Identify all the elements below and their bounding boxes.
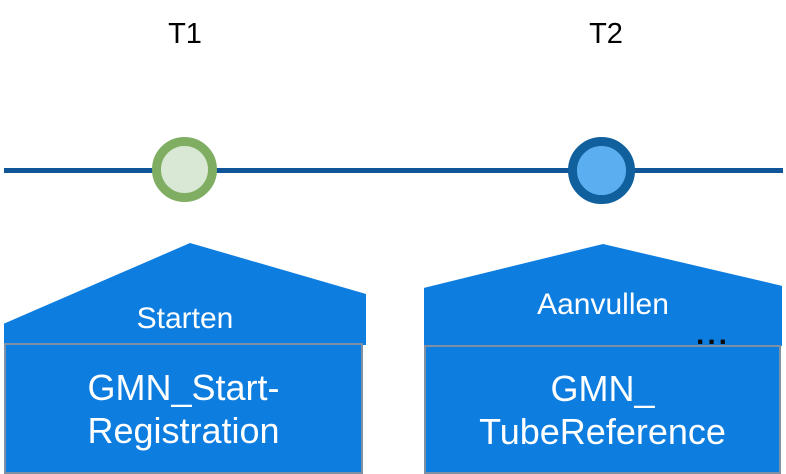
time-label-t2: T2 (589, 18, 623, 50)
event-group-t1: Starten GMN_Start- Registration (4, 243, 366, 474)
event-message-box-t2[interactable]: GMN_ TubeReference (424, 345, 781, 474)
event-message-label-t1: GMN_Start- Registration (87, 366, 280, 451)
event-action-label-t2: Aanvullen (537, 288, 669, 321)
event-message-box-t1[interactable]: GMN_Start- Registration (4, 343, 363, 474)
event-action-label-t1: Starten (136, 302, 234, 335)
time-label-t1: T1 (168, 18, 202, 50)
event-action-ellipsis-t2: ... (696, 318, 731, 351)
event-group-t2: Aanvullen ... GMN_ TubeReference (424, 244, 782, 474)
milestone-marker-t1[interactable] (152, 137, 217, 202)
milestone-marker-t2[interactable] (568, 137, 635, 204)
timeline-axis (4, 168, 783, 173)
event-message-label-t2: GMN_ TubeReference (479, 367, 726, 452)
